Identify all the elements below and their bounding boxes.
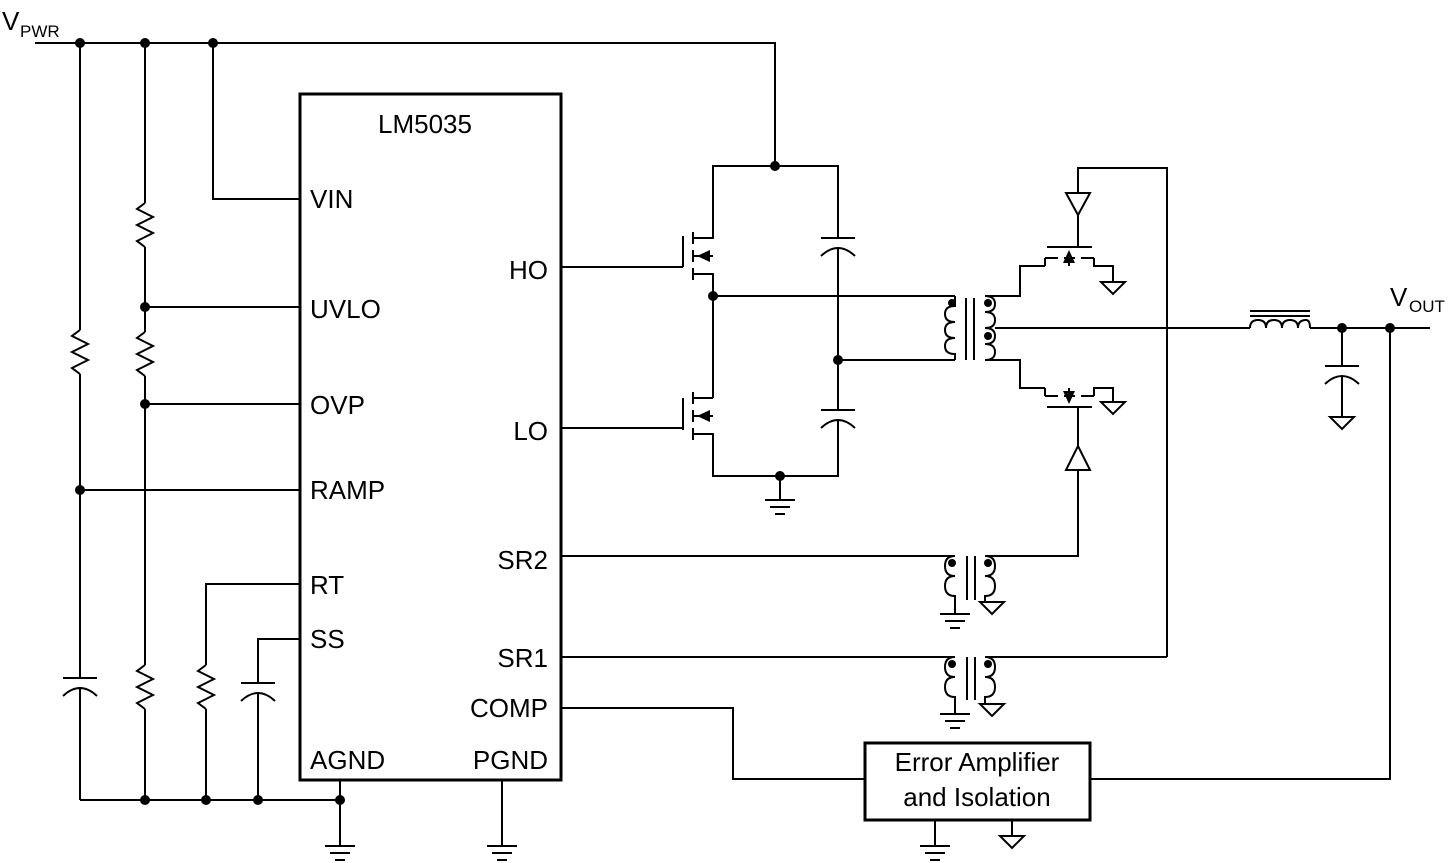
error-amp-line2: and Isolation [903,782,1050,812]
resistor-ovp-bottom [134,664,156,710]
vpwr-label: V PWR [2,6,60,41]
pin-agnd: AGND [310,745,385,775]
error-amp-line1: Error Amplifier [895,747,1060,777]
vout-label: V OUT [1390,282,1445,316]
ground-icon [1100,401,1126,415]
pin-ovp: OVP [310,390,365,420]
ground-icon [939,713,971,729]
ic-name: LM5035 [378,109,472,139]
resistor-uvlo-top [134,202,156,248]
ground-icon [919,845,951,861]
ground-icon [999,835,1025,849]
ground-icon [486,845,518,861]
ground-icon [979,601,1005,615]
ground-icon [764,499,796,515]
pin-ss: SS [310,624,345,654]
ground-icon [1329,416,1355,430]
pin-vin: VIN [310,184,353,214]
resistor-ramp [69,329,91,375]
error-amplifier: Error Amplifier and Isolation [561,328,1391,861]
pin-sr1: SR1 [497,643,548,673]
lm5035-ic: LM5035 VIN UVLO OVP RAMP RT SS AGND HO L… [298,92,563,782]
svg-text:PWR: PWR [20,22,60,41]
svg-text:OUT: OUT [1409,297,1445,316]
ground-icon [324,845,356,861]
sr1-gate-transformer [561,656,1167,729]
output-filter [1249,310,1430,430]
ground-icon [1100,281,1126,295]
svg-text:V: V [1390,282,1408,312]
pin-pgnd: PGND [473,745,548,775]
pin-ho: HO [509,255,548,285]
half-bridge [561,161,955,515]
pin-ramp: RAMP [310,475,385,505]
left-network [62,43,518,861]
sync-rectifiers [1044,167,1168,657]
power-transformer [943,265,1250,389]
output-inductor [1249,318,1311,329]
pin-comp: COMP [470,693,548,723]
pin-rt: RT [310,570,344,600]
pin-sr2: SR2 [497,545,548,575]
pin-uvlo: UVLO [310,294,381,324]
pin-lo: LO [513,416,548,446]
sr2-gate-transformer [561,470,1079,629]
ground-icon [979,703,1005,717]
ground-icon [939,613,971,629]
resistor-uvlo-mid [134,331,156,377]
resistor-rt [195,664,217,710]
svg-text:V: V [2,6,20,36]
